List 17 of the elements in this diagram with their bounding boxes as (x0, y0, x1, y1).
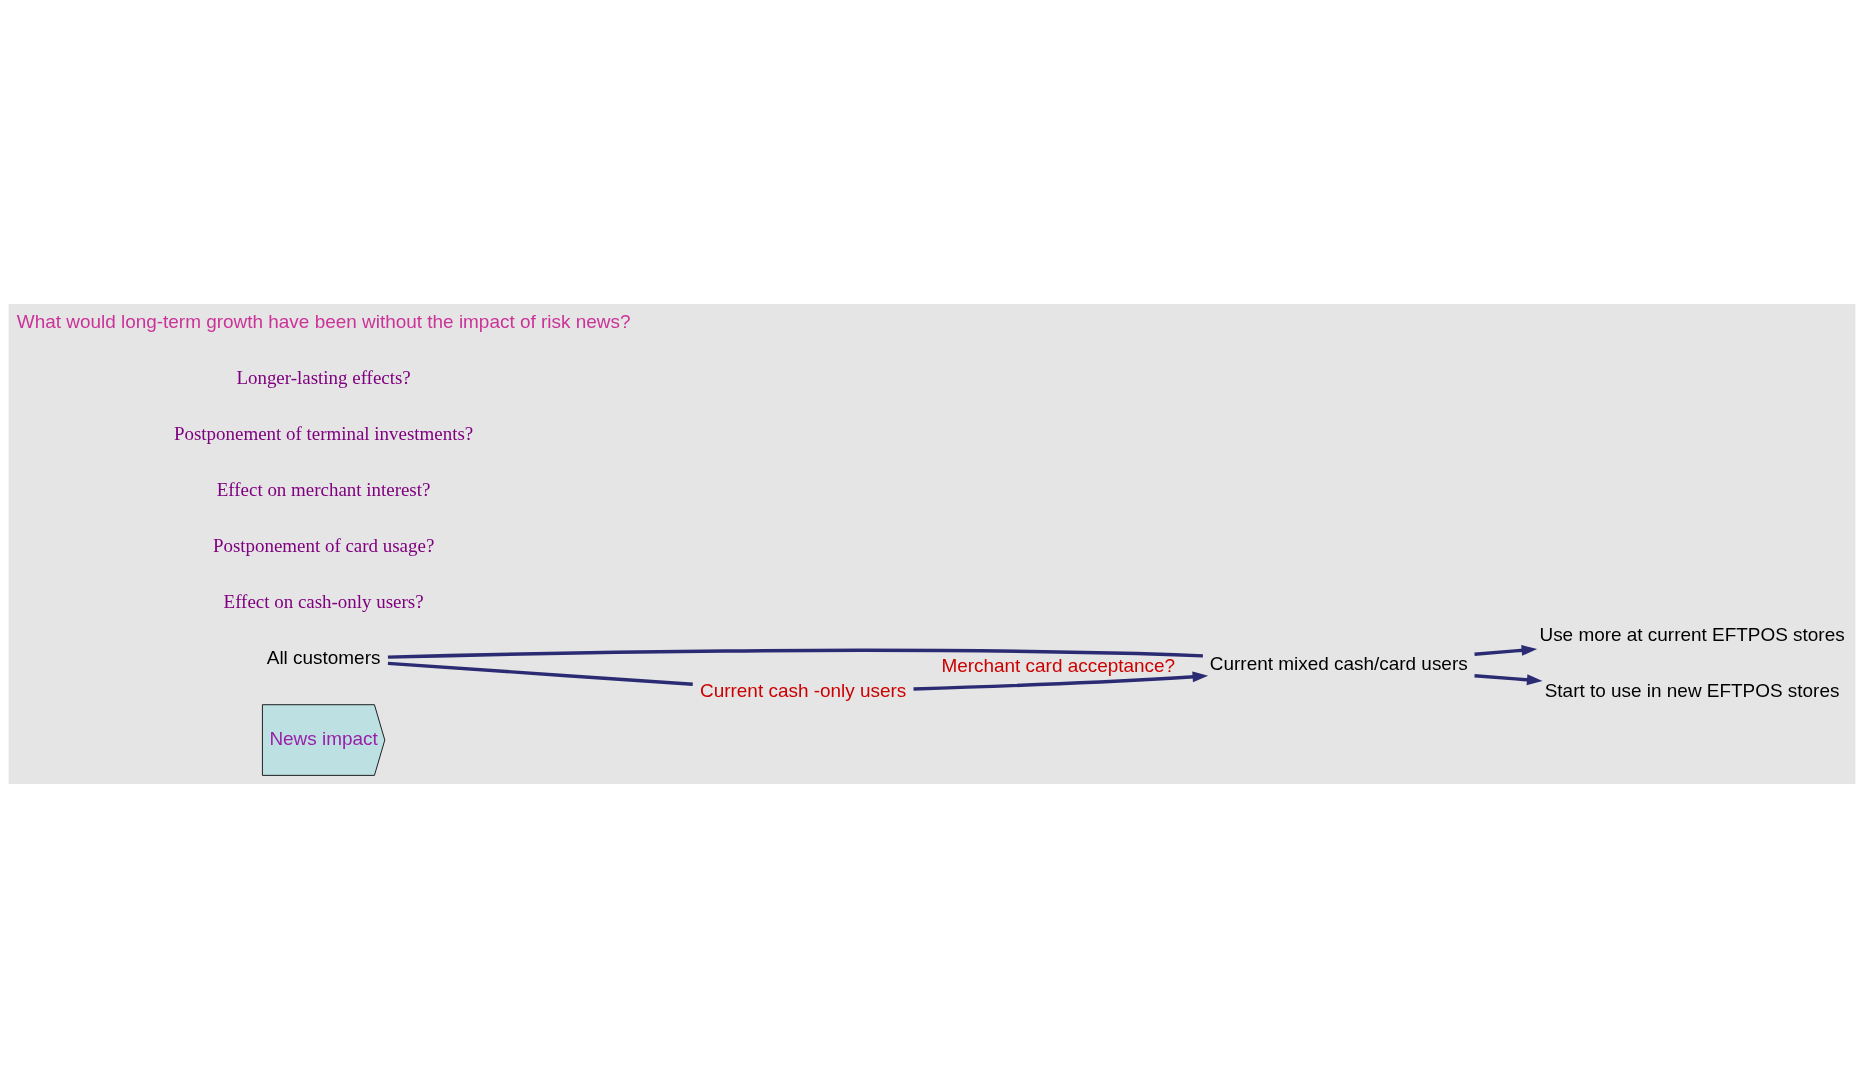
label: Postponement of terminal investments? (173, 422, 474, 444)
node-text: Current mixed cash/card users (1209, 652, 1468, 674)
label: Effect on merchant interest? (216, 478, 431, 500)
connector (387, 648, 1203, 659)
label: Effect on cash-only users? (223, 590, 424, 612)
label: Longer-lasting effects? (236, 366, 411, 388)
node-text: Start to use in new EFTPOS stores (1544, 679, 1840, 701)
edge-label: Merchant card acceptance? (941, 654, 1176, 676)
arrow (1474, 673, 1543, 685)
node-text: All customers (266, 646, 381, 668)
node-text: Use more at current EFTPOS stores (1539, 623, 1845, 645)
arrow (1474, 644, 1538, 656)
label: What would long-term growth have been without the impact of risk news? (16, 310, 631, 332)
node-text: Current cash -only users (700, 679, 907, 701)
arrow (913, 670, 1209, 691)
connector (387, 661, 693, 686)
label: Postponement of card usage? (212, 534, 435, 556)
